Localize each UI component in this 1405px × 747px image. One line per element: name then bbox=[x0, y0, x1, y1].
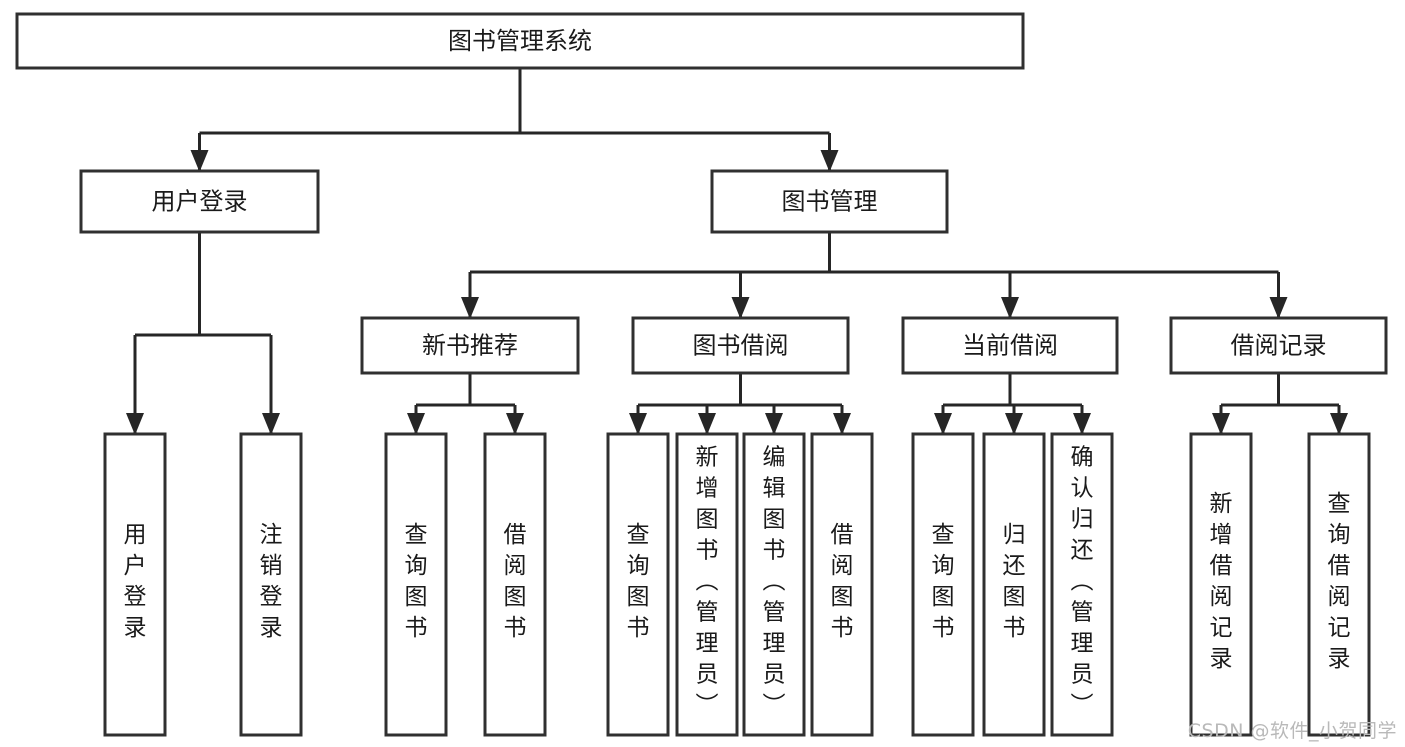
node-label-add-borrow-record: 新增借阅记录 bbox=[1210, 491, 1233, 672]
node-query-book-2[interactable]: 查询图书 bbox=[606, 432, 670, 737]
node-box-add-book-admin bbox=[675, 432, 739, 737]
node-box-current-borrow bbox=[901, 316, 1119, 375]
node-label-edit-book-admin: 编辑图书︵管理员︶ bbox=[763, 445, 786, 719]
node-book-borrow[interactable]: 图书借阅 bbox=[631, 316, 850, 375]
node-borrow-book-1[interactable]: 借阅图书 bbox=[483, 432, 547, 737]
node-box-new-book-recommend bbox=[360, 316, 580, 375]
node-user-login-leaf[interactable]: 用户登录 bbox=[103, 432, 167, 737]
node-box-confirm-return-admin bbox=[1050, 432, 1114, 737]
node-label-borrow-book-2: 借阅图书 bbox=[831, 522, 854, 641]
arrow-head bbox=[506, 413, 524, 435]
edge-bookborrow-to-leaves bbox=[629, 373, 851, 435]
arrow-head bbox=[833, 413, 851, 435]
node-box-borrow-book-1 bbox=[483, 432, 547, 737]
node-label-new-book-recommend: 新书推荐 bbox=[422, 332, 518, 360]
node-box-root bbox=[15, 12, 1025, 70]
arrow-head bbox=[1001, 297, 1019, 319]
node-label-root: 图书管理系统 bbox=[448, 27, 592, 55]
node-box-borrow-book-2 bbox=[810, 432, 874, 737]
node-box-query-book-3 bbox=[911, 432, 975, 737]
edge-bookmgmt-to-level3 bbox=[461, 232, 1288, 319]
arrow-head bbox=[126, 413, 144, 435]
node-query-book-1[interactable]: 查询图书 bbox=[384, 432, 448, 737]
node-box-user-logout-leaf bbox=[239, 432, 303, 737]
node-label-book-borrow: 图书借阅 bbox=[693, 332, 789, 360]
arrow-head bbox=[1073, 413, 1091, 435]
edge-root-to-level2 bbox=[190, 68, 839, 172]
arrow-head bbox=[190, 150, 209, 172]
node-label-query-book-1: 查询图书 bbox=[405, 522, 428, 641]
arrow-head bbox=[1330, 413, 1348, 435]
node-label-query-borrow-record: 查询借阅记录 bbox=[1328, 491, 1351, 672]
node-root[interactable]: 图书管理系统 bbox=[15, 12, 1025, 70]
arrow-head bbox=[765, 413, 783, 435]
node-new-book-recommend[interactable]: 新书推荐 bbox=[360, 316, 580, 375]
node-label-query-book-3: 查询图书 bbox=[932, 522, 955, 641]
node-box-query-book-1 bbox=[384, 432, 448, 737]
node-borrow-book-2[interactable]: 借阅图书 bbox=[810, 432, 874, 737]
node-box-user-login bbox=[79, 169, 320, 234]
edge-userlogin-to-leaves bbox=[126, 232, 280, 435]
node-user-login[interactable]: 用户登录 bbox=[79, 169, 320, 234]
arrow-head bbox=[407, 413, 425, 435]
node-box-query-borrow-record bbox=[1307, 432, 1371, 737]
node-label-book-management: 图书管理 bbox=[782, 188, 878, 216]
node-book-management[interactable]: 图书管理 bbox=[710, 169, 949, 234]
node-box-book-borrow bbox=[631, 316, 850, 375]
node-label-user-login-leaf: 用户登录 bbox=[124, 522, 147, 641]
node-add-book-admin[interactable]: 新增图书︵管理员︶ bbox=[675, 432, 739, 737]
node-box-borrow-records bbox=[1169, 316, 1388, 375]
node-label-borrow-book-1: 借阅图书 bbox=[504, 522, 527, 641]
node-add-borrow-record[interactable]: 新增借阅记录 bbox=[1189, 432, 1253, 737]
node-box-user-login-leaf bbox=[103, 432, 167, 737]
node-box-book-management bbox=[710, 169, 949, 234]
node-query-borrow-record[interactable]: 查询借阅记录 bbox=[1307, 432, 1371, 737]
node-return-book[interactable]: 归还图书 bbox=[982, 432, 1046, 737]
node-label-confirm-return-admin: 确认归还︵管理员︶ bbox=[1071, 445, 1094, 719]
node-label-add-book-admin: 新增图书︵管理员︶ bbox=[696, 445, 719, 719]
node-label-user-login: 用户登录 bbox=[152, 188, 248, 216]
arrow-head bbox=[1269, 297, 1288, 319]
arrow-head bbox=[698, 413, 716, 435]
nodes-layer: 图书管理系统用户登录用户登录注销登录图书管理新书推荐查询图书借阅图书图书借阅查询… bbox=[15, 12, 1388, 737]
arrow-head bbox=[461, 297, 479, 319]
arrow-head bbox=[820, 150, 839, 172]
edge-newbook-to-leaves bbox=[407, 373, 524, 435]
node-box-return-book bbox=[982, 432, 1046, 737]
node-user-logout-leaf[interactable]: 注销登录 bbox=[239, 432, 303, 737]
node-box-edit-book-admin bbox=[742, 432, 806, 737]
node-confirm-return-admin[interactable]: 确认归还︵管理员︶ bbox=[1050, 432, 1114, 737]
node-edit-book-admin[interactable]: 编辑图书︵管理员︶ bbox=[742, 432, 806, 737]
arrow-head bbox=[262, 413, 280, 435]
node-borrow-records[interactable]: 借阅记录 bbox=[1169, 316, 1388, 375]
node-label-query-book-2: 查询图书 bbox=[627, 522, 650, 641]
arrow-head bbox=[1005, 413, 1023, 435]
arrow-head bbox=[731, 297, 750, 319]
node-label-borrow-records: 借阅记录 bbox=[1231, 332, 1327, 360]
arrow-head bbox=[934, 413, 952, 435]
node-box-query-book-2 bbox=[606, 432, 670, 737]
node-label-current-borrow: 当前借阅 bbox=[962, 332, 1058, 360]
arrow-head bbox=[629, 413, 647, 435]
node-label-user-logout-leaf: 注销登录 bbox=[260, 522, 283, 641]
node-box-add-borrow-record bbox=[1189, 432, 1253, 737]
node-label-return-book: 归还图书 bbox=[1003, 522, 1026, 641]
edge-borrowrecords-to-leaves bbox=[1212, 373, 1348, 435]
node-current-borrow[interactable]: 当前借阅 bbox=[901, 316, 1119, 375]
edge-currentborrow-to-leaves bbox=[934, 373, 1091, 435]
arrow-head bbox=[1212, 413, 1230, 435]
edges-layer bbox=[126, 68, 1348, 435]
node-query-book-3[interactable]: 查询图书 bbox=[911, 432, 975, 737]
